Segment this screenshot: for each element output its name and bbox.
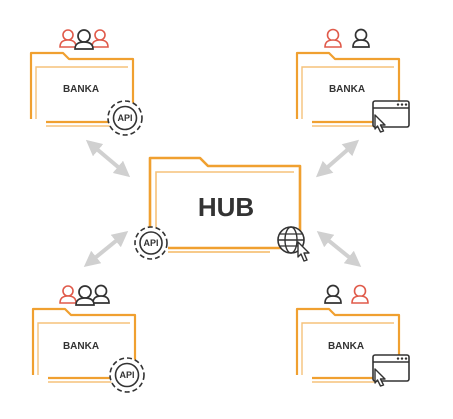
bank-node-bottom-left: BANKA API xyxy=(31,284,145,393)
browser-window-cursor-icon xyxy=(372,354,410,387)
bank-api-label: API xyxy=(119,370,134,380)
hub-api-label: API xyxy=(143,238,158,248)
api-gear-icon: API xyxy=(134,226,168,260)
bank-label: BANKA xyxy=(329,84,365,95)
connection-arrows xyxy=(83,139,362,268)
user-group-icon xyxy=(59,284,110,306)
arrow-bottom-right xyxy=(316,230,362,268)
user-group-icon xyxy=(324,284,369,304)
hub-folder-back xyxy=(155,171,294,242)
bank-node-top-left: BANKA API xyxy=(29,29,143,136)
user-group-icon xyxy=(59,29,109,50)
arrow-top-right xyxy=(315,139,360,178)
browser-window-cursor-icon xyxy=(372,100,410,133)
bank-node-bottom-right: BANKA xyxy=(295,284,410,387)
arrow-top-left xyxy=(85,139,131,178)
bank-label: BANKA xyxy=(63,341,99,352)
globe-cursor-icon xyxy=(277,226,310,262)
bank-label: BANKA xyxy=(328,341,364,352)
bank-api-label: API xyxy=(117,113,132,123)
arrow-bottom-left xyxy=(83,230,129,268)
bank-node-top-right: BANKA xyxy=(295,28,410,133)
user-group-icon xyxy=(324,28,370,48)
api-gear-icon: API xyxy=(109,357,145,393)
hub-label: HUB xyxy=(198,192,254,222)
bank-label: BANKA xyxy=(63,84,99,95)
hub-node: HUB API xyxy=(134,156,310,262)
api-gear-icon: API xyxy=(107,100,143,136)
